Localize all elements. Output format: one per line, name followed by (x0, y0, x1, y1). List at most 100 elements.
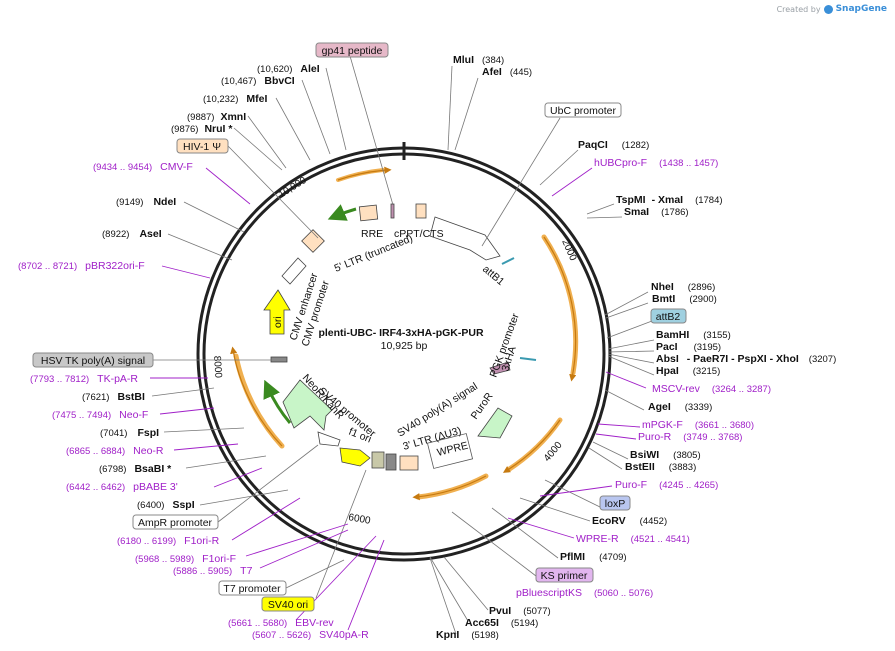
enzyme-tspmi-extra: - XmaI (652, 194, 684, 206)
orf-neo-arrow (230, 346, 283, 447)
enzyme-nhei[interactable]: NheI(2896) (651, 281, 715, 293)
feature-t7-promoter[interactable]: T7 promoter (218, 580, 287, 596)
enzyme-ndei[interactable]: (9149)NdeI (116, 196, 176, 208)
primer-ebv-rev[interactable]: (5661 .. 5680)EBV-rev (228, 617, 334, 629)
primer-pbr322ori-f[interactable]: (8702 .. 8721)pBR322ori-F (18, 260, 145, 272)
feature-gp41[interactable]: gp41 peptide (315, 42, 389, 58)
enzyme-tspmi[interactable]: TspMI- XmaI(1784) (616, 194, 723, 206)
enzyme-bbvci[interactable]: (10,467)BbvCI (221, 75, 295, 87)
enzyme-bstbi[interactable]: (7621)BstBI (82, 391, 145, 403)
feature-loxp[interactable]: loxP (599, 495, 631, 511)
enzyme-bamhi[interactable]: BamHI(3155) (656, 329, 731, 341)
enzyme-smai-pos: (1786) (661, 207, 688, 218)
feature-ubc-promoter-label: UbC promoter (550, 105, 616, 117)
ln-paqci (539, 149, 579, 186)
ln-sspi (199, 489, 289, 506)
enzyme-ecorv[interactable]: EcoRV(4452) (592, 515, 667, 527)
enzyme-pflmi[interactable]: PflMI(4709) (560, 551, 627, 563)
enzyme-xmni[interactable]: (9887)XmnI (187, 111, 246, 123)
feature-attb2[interactable]: attB2 (650, 308, 687, 324)
cppt-box (415, 203, 427, 219)
enzyme-mfei-pos: (10,232) (203, 94, 238, 105)
attb1-promoter-arrow (429, 216, 501, 261)
primer-ebv-rev-pos: (5661 .. 5680) (228, 618, 287, 629)
enzyme-absi[interactable]: AbsI- PaeR7I - PspXI - XhoI(3207) (656, 353, 836, 365)
primer-pbluescriptks[interactable]: pBluescriptKS(5060 .. 5076) (516, 587, 653, 599)
primer-mscv-rev[interactable]: MSCV-rev(3264 .. 3287) (652, 383, 771, 395)
primer-hubcpro-f-pos: (1438 .. 1457) (659, 158, 718, 169)
primer-cmv-f[interactable]: (9434 .. 9454)CMV-F (93, 161, 193, 173)
enzyme-hpai[interactable]: HpaI(3215) (656, 365, 720, 377)
enzyme-mlui-pos: (384) (482, 55, 504, 66)
enzyme-paci[interactable]: PacI(3195) (656, 341, 721, 353)
enzyme-bbvci-pos: (10,467) (221, 76, 256, 87)
ln-hiv (227, 145, 319, 239)
feature-sv40-ori-label: SV40 ori (268, 599, 308, 611)
primer-neo-r[interactable]: (6865 .. 6884)Neo-R (66, 445, 164, 457)
pl-puror (595, 433, 637, 440)
enzyme-sspi[interactable]: (6400)SspI (137, 499, 195, 511)
enzyme-smai[interactable]: SmaI(1786) (624, 206, 689, 218)
enzyme-kpni[interactable]: KpnI(5198) (436, 629, 499, 641)
enzyme-paqci[interactable]: PaqCI(1282) (578, 139, 649, 151)
primer-puro-r[interactable]: Puro-R(3749 .. 3768) (638, 431, 742, 443)
enzyme-bsiwi[interactable]: BsiWI(3805) (630, 449, 701, 461)
ln-bmti (605, 302, 649, 319)
primer-puro-f-pos: (4245 .. 4265) (659, 480, 718, 491)
feature-ubc-promoter[interactable]: UbC promoter (544, 102, 622, 118)
primer-puro-f[interactable]: Puro-F(4245 .. 4265) (615, 479, 718, 491)
feature-sv40-ori-box (261, 596, 315, 612)
feature-ampr-promoter-label: AmpR promoter (138, 517, 213, 529)
primer-sv40pa-r[interactable]: (5607 .. 5626)SV40pA-R (252, 629, 369, 641)
feature-hsv-tk-polya[interactable]: HSV TK poly(A) signal (32, 352, 154, 368)
ln-bamhi (607, 339, 655, 350)
attb1-mark (501, 257, 515, 265)
plasmid-name: plenti-UBC- IRF4-3xHA-pGK-PUR (318, 327, 483, 339)
primer-hubcpro-f[interactable]: hUBCpro-F(1438 .. 1457) (594, 157, 718, 169)
ln-agei (604, 389, 645, 411)
enzyme-agei[interactable]: AgeI(3339) (648, 401, 712, 413)
primer-t7[interactable]: (5886 .. 5905)T7 (173, 565, 253, 577)
enzyme-bsabi[interactable]: (6798)BsaBI * (99, 463, 172, 475)
primer-neo-f[interactable]: (7475 .. 7494)Neo-F (52, 409, 148, 421)
feature-ampr-promoter[interactable]: AmpR promoter (132, 514, 219, 530)
enzyme-pvui-pos: (5077) (523, 606, 550, 617)
enzyme-mlui[interactable]: MluI(384) (453, 54, 504, 66)
primer-mpgk-f[interactable]: mPGK-F(3661 .. 3680) (642, 419, 754, 431)
pl-f1orir (231, 497, 301, 541)
feature-sv40-ori[interactable]: SV40 ori (261, 596, 315, 612)
pl-pbr322 (161, 265, 211, 279)
primer-mscv-rev-name: MSCV-rev (652, 383, 701, 395)
feature-hiv1-psi[interactable]: HIV-1 Ψ (176, 138, 229, 154)
primer-f1ori-f[interactable]: (5968 .. 5989)F1ori-F (135, 553, 236, 565)
enzyme-nrui-name: NruI * (204, 123, 233, 135)
feature-ks-primer[interactable]: KS primer (535, 567, 594, 583)
enzyme-acc65i[interactable]: Acc65I(5194) (465, 617, 538, 629)
ln-paci (607, 350, 655, 353)
pl-hubc (551, 167, 593, 197)
enzyme-mfei[interactable]: (10,232)MfeI (203, 93, 267, 105)
enzyme-fspi[interactable]: (7041)FspI (100, 427, 159, 439)
primer-f1ori-r[interactable]: (6180 .. 6199)F1ori-R (117, 535, 220, 547)
enzyme-nrui[interactable]: (9876)NruI * (171, 123, 233, 135)
primer-pbabe3-name: pBABE 3' (133, 481, 178, 493)
rre-box (358, 204, 379, 222)
enzyme-pvui[interactable]: PvuI(5077) (489, 605, 551, 617)
primer-wpre-r[interactable]: WPRE-R(4521 .. 4541) (576, 533, 690, 545)
enzyme-bsteii[interactable]: BstEII(3883) (625, 461, 696, 473)
primer-f1ori-r-name: F1ori-R (184, 535, 219, 547)
backbone-outer (196, 146, 612, 562)
cmv-enhancer-arrow (281, 257, 307, 285)
enzyme-xmni-pos: (9887) (187, 112, 214, 123)
enzyme-bmti[interactable]: BmtI(2900) (652, 293, 717, 305)
primer-tk-pa-r[interactable]: (7793 .. 7812)TK-pA-R (30, 373, 138, 385)
enzyme-asei[interactable]: (8922)AseI (102, 228, 162, 240)
feature-loxp-label: loxP (605, 498, 625, 510)
enzyme-afei-name: AfeI (482, 66, 502, 78)
primer-pbabe3[interactable]: (6442 .. 6462)pBABE 3' (66, 481, 178, 493)
enzyme-agei-name: AgeI (648, 401, 671, 413)
enzyme-alei[interactable]: (10,620)AleI (257, 63, 320, 75)
enzyme-afei[interactable]: AfeI(445) (482, 66, 532, 78)
enzyme-tspmi-name: TspMI (616, 194, 646, 206)
snapgene-credit: Created by SnapGene (777, 4, 887, 14)
